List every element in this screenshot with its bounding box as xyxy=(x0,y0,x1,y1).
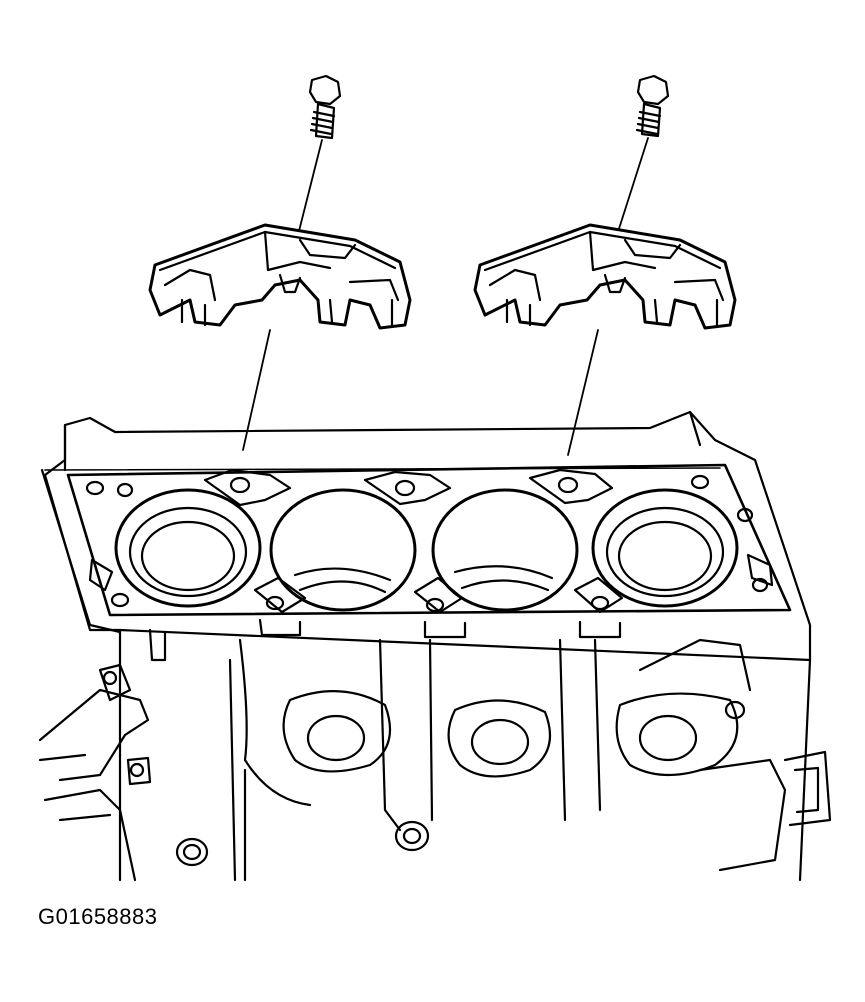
bolt-left xyxy=(298,76,340,235)
head-gasket xyxy=(68,465,790,615)
mount-hole-1 xyxy=(177,839,207,865)
engine-block-body xyxy=(40,620,830,880)
bolt-right xyxy=(617,76,668,235)
coolant-port-1 xyxy=(308,716,364,760)
cylinder-bore-4 xyxy=(593,490,737,606)
cylinder-bore-1 xyxy=(116,490,260,606)
mount-hole-2 xyxy=(396,822,428,850)
coolant-port-2 xyxy=(472,720,528,764)
cylinder-bore-3 xyxy=(433,490,577,610)
coolant-port-3 xyxy=(640,716,696,760)
bracket-right xyxy=(475,225,735,455)
cylinder-bore-2 xyxy=(271,490,415,610)
figure-id-label: G01658883 xyxy=(38,904,158,929)
bracket-left xyxy=(150,225,410,450)
